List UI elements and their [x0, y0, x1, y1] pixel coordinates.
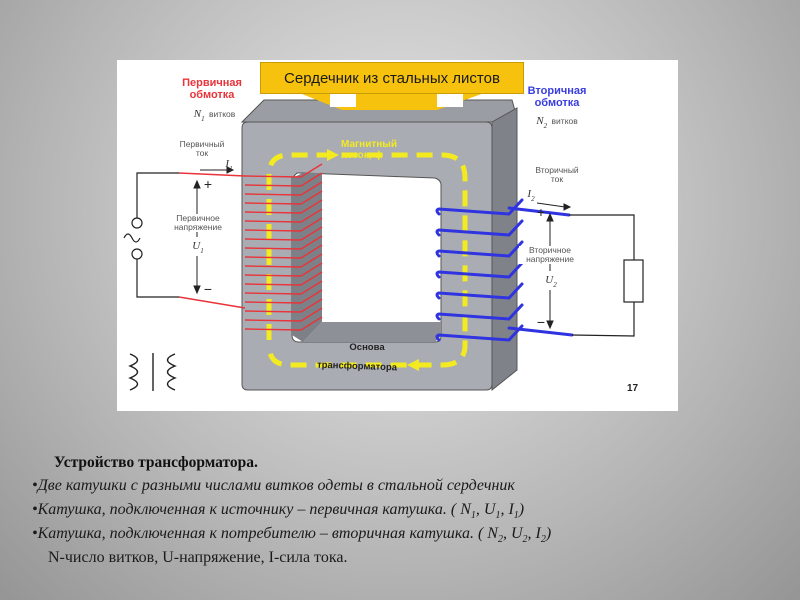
core-window-bottom-wall [303, 322, 441, 342]
param-sub: 2 [522, 534, 528, 546]
secondary-u-sub: 2 [553, 281, 557, 290]
slide-number: 17 [627, 383, 639, 394]
primary-turns-word: витков [209, 109, 236, 119]
param-sub: 2 [540, 534, 546, 546]
secondary-current-symbol: I2 [521, 185, 541, 204]
core-right-face [491, 107, 518, 392]
param-symbol: U [510, 525, 523, 542]
bullet-item: •Две катушки с разными числами витков од… [32, 474, 772, 498]
primary-i-symbol: I [225, 158, 230, 170]
callout-arrow-notch-right [437, 93, 463, 107]
secondary-voltage-line1: Вторичное [529, 245, 571, 255]
magnetic-flux-label: Магнитный поток, ф [341, 139, 421, 161]
bullet-item: •Катушка, подключенная к источнику – пер… [32, 501, 525, 522]
core-base-label-line1: Основа [349, 342, 385, 353]
flux-path [266, 152, 468, 368]
secondary-minus: − [536, 314, 546, 330]
section-heading: Устройство трансформатора. [54, 454, 258, 471]
primary-u-symbol: U [192, 240, 201, 252]
param-symbol: I [508, 501, 514, 518]
primary-winding [178, 163, 323, 331]
primary-plus: + [203, 176, 213, 192]
secondary-voltage-symbol: U2 [540, 271, 562, 290]
primary-title-line1: Первичная [182, 77, 242, 89]
secondary-title-line1: Вторичная [527, 85, 587, 97]
primary-current-line1: Первичный [179, 139, 225, 149]
param-symbol: I [535, 525, 541, 542]
param-sub: 1 [495, 510, 501, 522]
secondary-i-sub: 2 [531, 195, 535, 204]
primary-turns-label: N1 витков [172, 105, 257, 124]
close-paren: ) [545, 525, 552, 542]
param-symbol: N [460, 501, 471, 518]
transformer-diagram: Сердечник из стальных листов Первичная о… [117, 60, 678, 411]
primary-current-symbol: I1 [219, 155, 239, 174]
secondary-current-line2: ток [550, 173, 564, 184]
primary-voltage-line2: напряжение [174, 221, 222, 232]
primary-turns-sub: 1 [201, 115, 205, 124]
legend-note: N-число витков, U-напряжение, I-сила ток… [48, 549, 348, 566]
flux-arrow-top [327, 149, 339, 161]
secondary-voltage-label: Вторичное напряжение [519, 246, 581, 264]
param-sub: 1 [470, 510, 476, 522]
secondary-turns-label: N2 витков [517, 112, 597, 131]
core-window-left-wall [292, 173, 322, 342]
primary-i-sub: 1 [229, 165, 233, 174]
core-callout-label: Сердечник из стальных листов [260, 62, 524, 94]
primary-voltage-line1: Первичное [176, 213, 220, 223]
bullet-text: Катушка, подключенная к источнику – перв… [37, 501, 461, 518]
bullet-text: Катушка, подключенная к потребителю – вт… [37, 525, 488, 542]
close-paren: ) [518, 501, 525, 518]
bullet-marker: • [32, 477, 38, 494]
bullet-text: Две катушки с разными числами витков оде… [37, 477, 515, 494]
transformer-drawing [123, 92, 644, 392]
primary-winding-title: Первичная обмотка [167, 77, 257, 101]
param-symbol: N [487, 525, 498, 542]
secondary-turns-symbol: N [536, 115, 544, 127]
secondary-circuit [569, 214, 644, 337]
secondary-voltage-line2: напряжение [526, 253, 574, 264]
callout-arrow-notch-left [330, 93, 356, 107]
secondary-current-line1: Вторичный [535, 165, 579, 175]
secondary-plus: + [536, 204, 546, 220]
flux-line1: Магнитный [341, 139, 397, 150]
primary-minus: − [203, 281, 213, 297]
primary-turns-symbol: N [193, 108, 202, 120]
primary-voltage-symbol: U1 [187, 237, 209, 256]
flux-line2: поток, ф [341, 149, 384, 161]
param-sub: 1 [513, 510, 519, 522]
description-text: Устройство трансформатора. •Две катушки … [32, 452, 772, 570]
primary-circuit [123, 172, 179, 298]
bullet-item: •Катушка, подключенная к потребителю – в… [32, 525, 552, 546]
primary-u-sub: 1 [200, 247, 204, 256]
flux-arrow-bottom [407, 359, 419, 371]
secondary-arrows [536, 202, 572, 330]
secondary-winding-title: Вторичная обмотка [517, 85, 597, 109]
primary-voltage-label: Первичное напряжение [167, 214, 229, 232]
secondary-u-symbol: U [545, 274, 554, 286]
primary-current-label: Первичный ток [172, 140, 232, 158]
secondary-title-line2: обмотка [534, 96, 580, 109]
transformer-symbol-icon [128, 353, 177, 391]
primary-current-line2: ток [195, 147, 209, 158]
secondary-winding [435, 198, 574, 342]
param-symbol: U [483, 501, 496, 518]
param-sub: 2 [497, 534, 503, 546]
secondary-i-symbol: I [527, 188, 532, 200]
secondary-turns-sub: 2 [543, 122, 548, 131]
bullet-marker: • [32, 501, 38, 518]
secondary-current-label: Вторичный ток [527, 166, 587, 184]
secondary-turns-word: витков [551, 116, 578, 126]
primary-title-line2: обмотка [189, 88, 235, 101]
bullet-marker: • [32, 525, 38, 542]
core-window-opening [322, 180, 437, 322]
